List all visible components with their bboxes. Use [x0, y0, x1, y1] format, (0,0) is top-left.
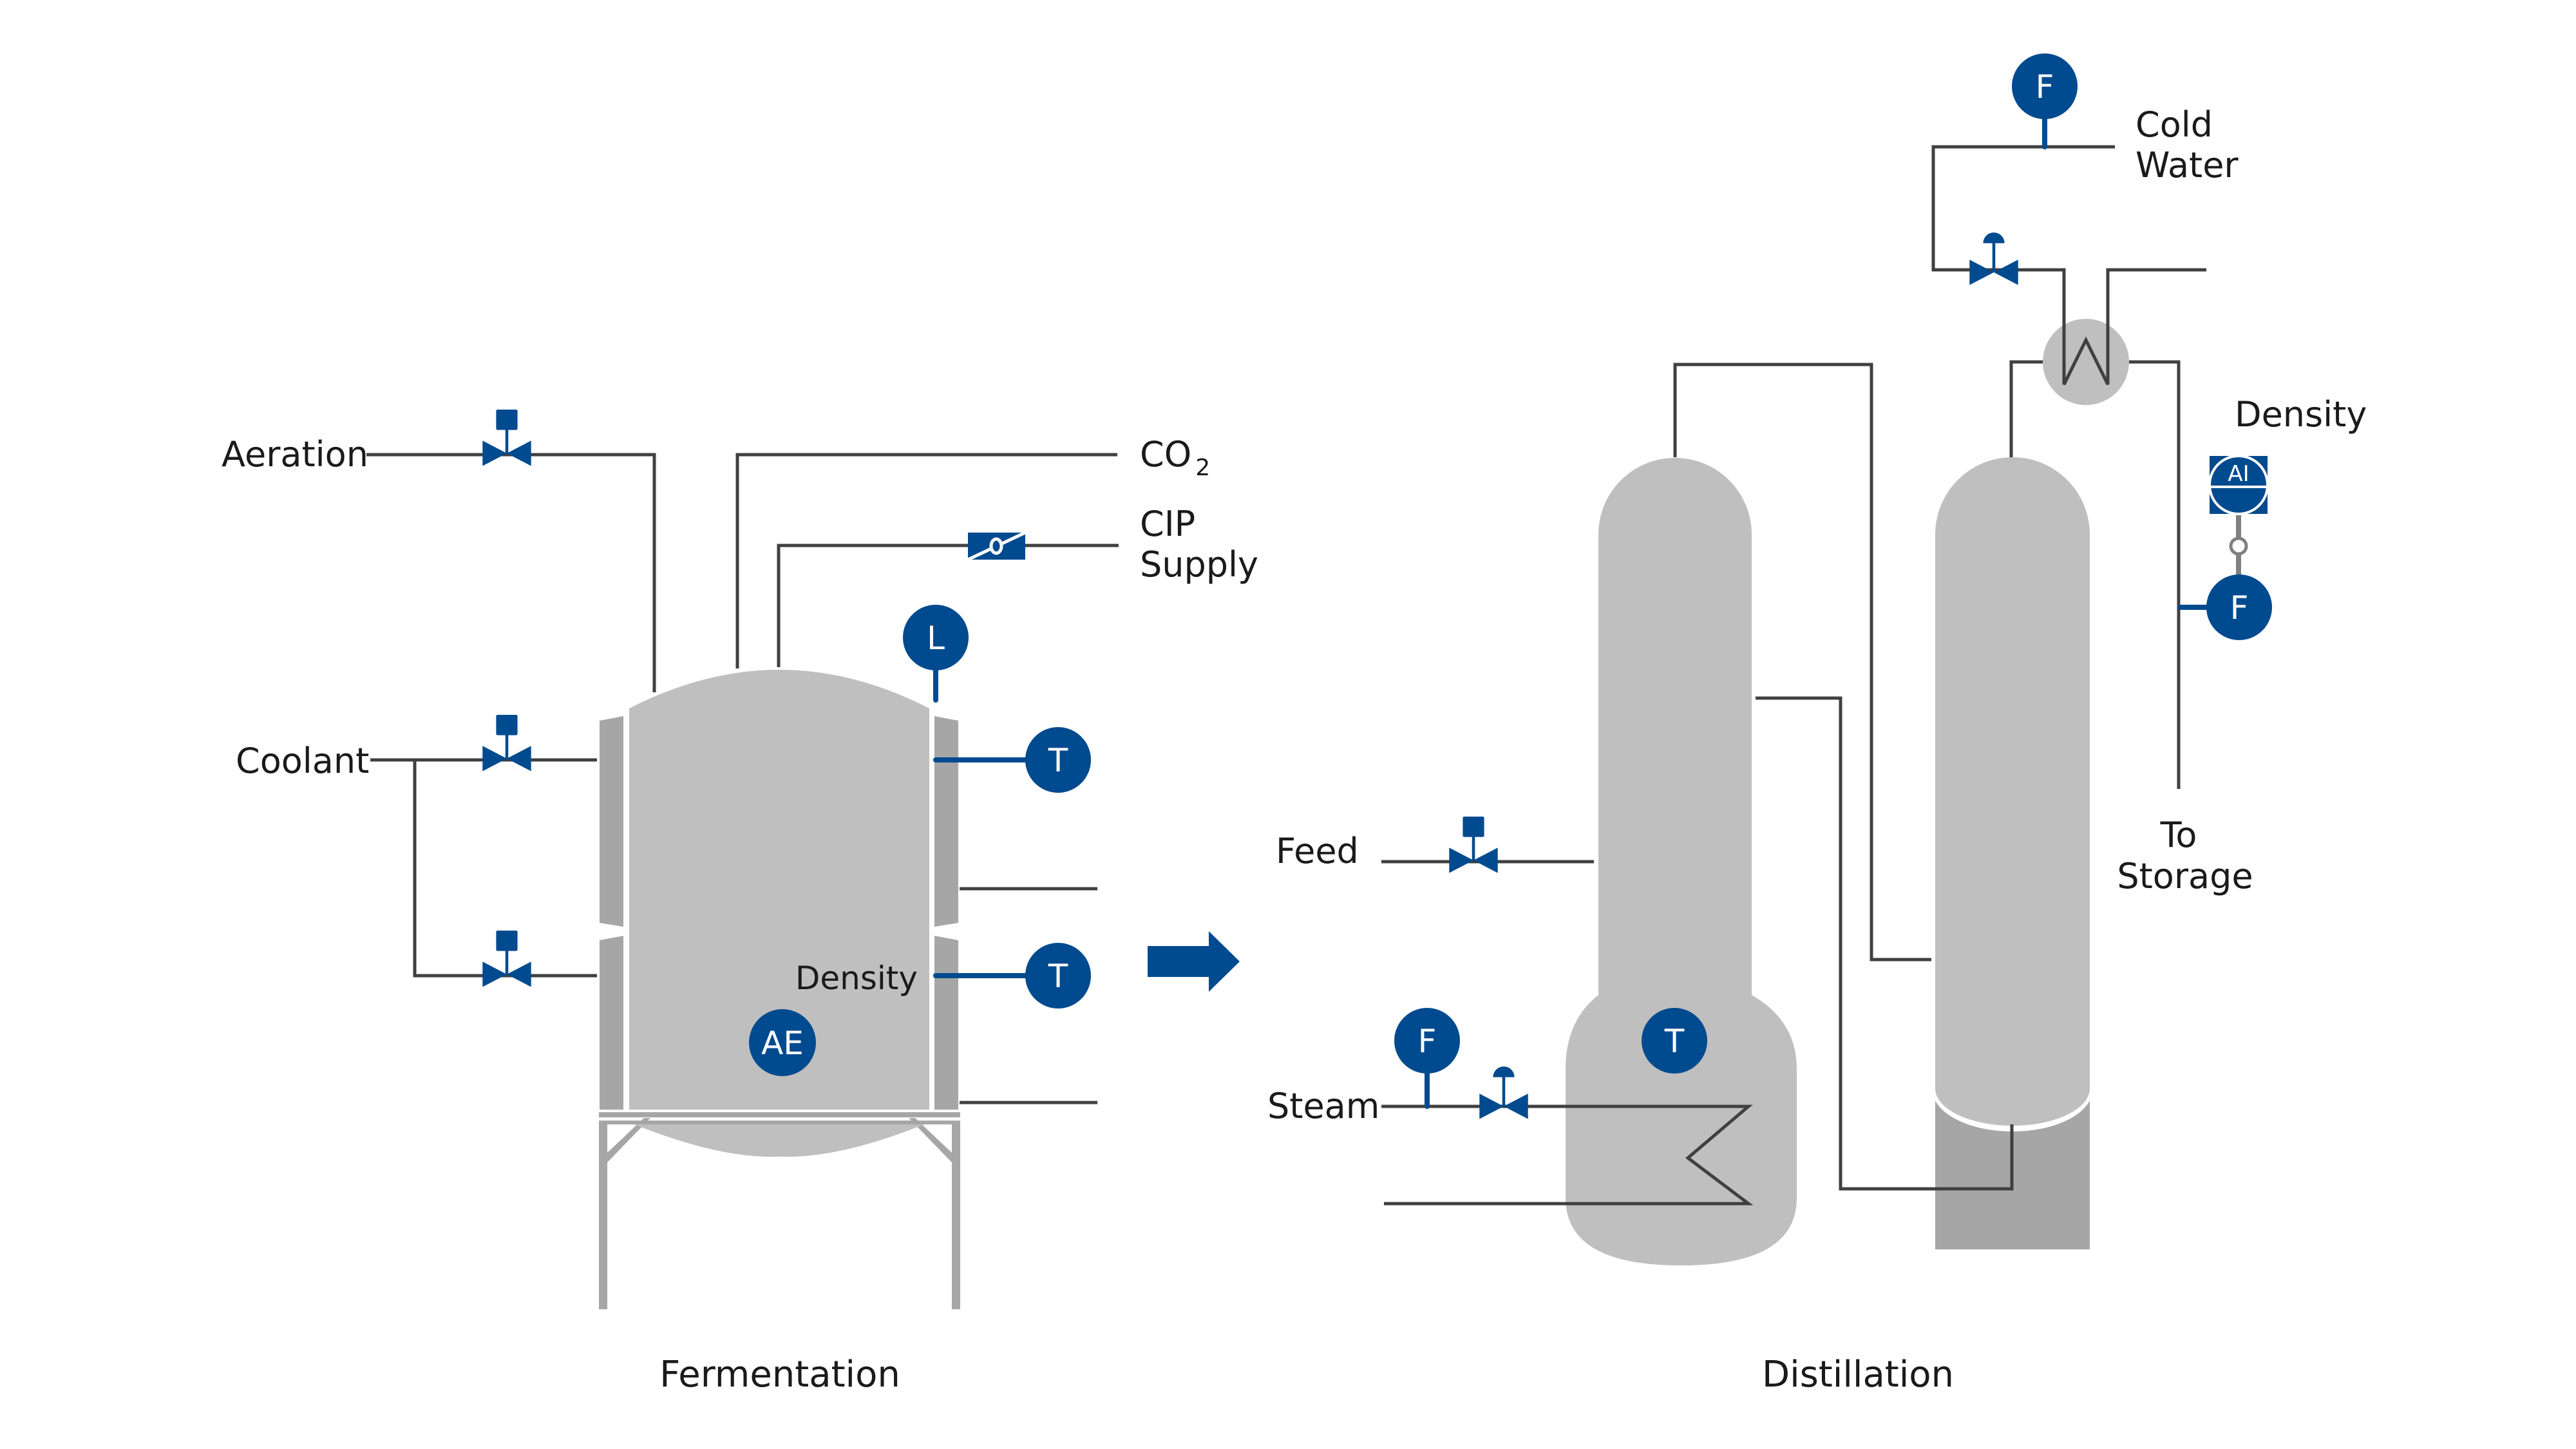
to-storage-label-line1: To — [2160, 815, 2197, 855]
tank-support-frame — [599, 1112, 960, 1309]
cold-water-pipe — [1931, 145, 2207, 386]
steam-control-valve-icon[interactable] — [1479, 1066, 1528, 1119]
steam-flow-bubble — [1394, 1008, 1460, 1074]
cip-label-line1: CIP — [1140, 504, 1195, 544]
temp-upper-tag: T — [1048, 742, 1068, 779]
distillation-column-2 — [1935, 457, 2090, 1126]
feed-control-valve-icon[interactable] — [1449, 817, 1498, 873]
level-instrument-tag: L — [927, 620, 945, 657]
distillation-column-1 — [1566, 458, 1797, 1265]
cold-water-control-valve-icon[interactable] — [1969, 232, 2018, 285]
product-to-storage-pipe — [2129, 360, 2181, 790]
column-2-bottoms-recycle-pipe — [1755, 696, 2014, 1191]
cold-water-flow-instrument[interactable]: F — [2012, 53, 2078, 119]
distillation-section: Feed Steam F T F Cold Water De — [1267, 53, 2367, 1396]
temperature-instrument-upper[interactable]: T — [1025, 727, 1091, 793]
to-storage-label-line2: Storage — [2117, 856, 2253, 896]
steam-coil-pipe — [1381, 1104, 1754, 1206]
cooling-jackets — [600, 716, 958, 1110]
temp-lower-tag: T — [1048, 958, 1068, 995]
distillation-density-label: Density — [2235, 394, 2367, 435]
co2-pipe — [735, 453, 1118, 668]
steam-flow-instrument[interactable]: F — [1394, 1008, 1460, 1074]
column-temperature-instrument[interactable]: T — [1642, 1008, 1707, 1074]
column-temp-tag: T — [1664, 1023, 1685, 1060]
fermentation-tank-bottom — [634, 1124, 924, 1157]
cold-water-flow-bubble — [2012, 53, 2078, 119]
cip-damper-valve-icon[interactable] — [967, 531, 1027, 562]
temp-upper-bubble — [1025, 727, 1091, 793]
column-2-overhead-pipe — [2009, 360, 2043, 457]
distillation-caption: Distillation — [1762, 1354, 1954, 1396]
steam-flow-tag: F — [1418, 1023, 1437, 1060]
arrow-right-icon — [1148, 931, 1240, 992]
cip-label-line2: Supply — [1140, 544, 1258, 585]
temp-lower-bubble — [1025, 943, 1091, 1009]
cold-water-label-line2: Water — [2136, 145, 2239, 185]
coolant-lower-control-valve-icon[interactable] — [482, 931, 531, 987]
coolant-lower-pipe — [413, 760, 598, 978]
coolant-label: Coolant — [236, 741, 369, 781]
feed-label: Feed — [1276, 831, 1359, 871]
aeration-control-valve-icon[interactable] — [482, 410, 531, 466]
condenser — [2043, 319, 2129, 405]
tank-density-label: Density — [795, 960, 918, 997]
cold-water-label-line1: Cold — [2136, 104, 2213, 145]
product-flow-tag: F — [2230, 589, 2249, 627]
cold-water-flow-tag: F — [2036, 68, 2054, 106]
analyzer-bubble — [749, 1009, 816, 1076]
fermentation-tank — [629, 670, 929, 1110]
analyzer-tag: AE — [761, 1025, 804, 1062]
product-flow-instrument[interactable]: F — [2206, 574, 2272, 640]
analyzer-element-instrument[interactable]: AE — [749, 1009, 816, 1076]
density-indicator-tag: AI — [2228, 461, 2249, 487]
column-1-overhead-pipe — [1673, 363, 1932, 961]
level-instrument[interactable]: L — [903, 605, 969, 670]
product-flow-bubble — [2206, 574, 2272, 640]
steam-label: Steam — [1267, 1086, 1379, 1126]
coolant-upper-control-valve-icon[interactable] — [482, 715, 531, 772]
column-temp-bubble — [1642, 1008, 1707, 1074]
fermentation-caption: Fermentation — [659, 1354, 900, 1396]
aeration-pipe — [366, 453, 656, 693]
density-link-node-icon — [2229, 536, 2248, 556]
level-instrument-bubble — [903, 605, 969, 670]
aeration-label: Aeration — [222, 434, 368, 475]
temperature-instrument-lower[interactable]: T — [1025, 943, 1091, 1009]
density-indicator-instrument[interactable]: AI — [2208, 455, 2269, 515]
